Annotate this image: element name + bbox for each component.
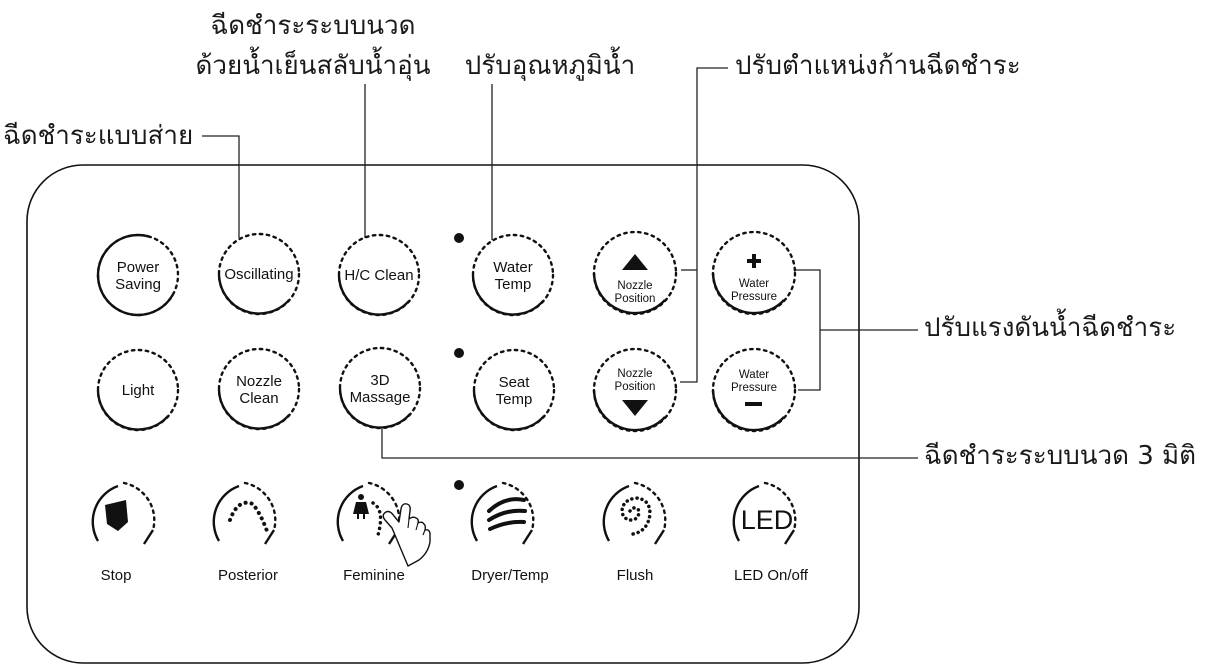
power-saving-button[interactable]: Power Saving [95,232,182,319]
hand-pointer-icon [382,503,431,567]
annotation-massage-line1: ฉีดชำระระบบนวด [211,11,416,41]
annotation-3d-massage: ฉีดชำระระบบนวด 3 มิติ [924,441,1196,471]
oscillating-label: Oscillating [224,266,293,283]
triangle-up-icon [622,254,648,270]
feminine-button[interactable]: Feminine [336,481,431,584]
plus-icon [747,254,761,268]
annotation-massage-line2: ด้วยน้ำเย็นสลับน้ำอุ่น [195,46,430,81]
seat-temp-label-1: Seat [499,374,531,391]
3d-massage-label-1: 3D [370,372,389,389]
dryer-button[interactable]: Dryer/Temp [470,481,549,584]
minus-icon [745,402,762,406]
nozzle-down-label-1: Nozzle [617,368,652,380]
leader-3d-massage [381,429,918,459]
nozzle-clean-button[interactable]: Nozzle Clean [217,347,301,431]
water-pressure-down-button[interactable]: Water Pressure [711,347,797,433]
leader-lines [202,67,918,459]
annotation-water-temp: ปรับอุณหภูมิน้ำ [465,46,636,81]
led-toggle-button[interactable]: LED LED On/off [732,481,809,584]
spiral-icon [620,496,652,536]
dotted-arc-icon [228,500,270,536]
water-temp-button[interactable]: Water Temp [471,233,555,317]
triangle-down-icon [622,400,648,416]
nozzle-position-down-button[interactable]: Nozzle Position [592,347,678,433]
power-saving-label-2: Saving [115,276,161,293]
nozzle-up-label-2: Position [615,293,656,305]
stop-button[interactable]: Stop [91,481,156,584]
pressure-down-label-1: Water [739,369,769,381]
pressure-down-label-2: Pressure [731,382,777,394]
power-saving-label-1: Power [117,259,160,276]
nozzle-down-label-2: Position [615,381,656,393]
water-pressure-up-button[interactable]: Water Pressure [711,230,797,316]
seat-temp-button[interactable]: Seat Temp [472,348,556,432]
water-temp-label-1: Water [493,259,532,276]
indicator-dot-bottom [454,480,464,490]
indicator-dot-middle [454,348,464,358]
oscillating-button[interactable]: Oscillating [217,232,301,316]
3d-massage-button[interactable]: 3D Massage [338,346,422,430]
water-temp-label-2: Temp [495,276,532,293]
square-icon [105,500,128,531]
led-label: LED On/off [734,567,809,584]
dryer-label: Dryer/Temp [471,567,549,584]
seat-temp-label-2: Temp [496,391,533,408]
annotation-nozzle-position: ปรับตำแหน่งก้านฉีดชำระ [735,51,1021,81]
nozzle-clean-label-1: Nozzle [236,373,282,390]
led-text-icon: LED [741,505,794,535]
pressure-up-label-1: Water [739,278,769,290]
light-button[interactable]: Light [96,348,180,432]
stop-label: Stop [101,567,132,584]
person-dots-icon [353,494,383,537]
air-waves-icon [487,497,527,531]
nozzle-position-up-button[interactable]: Nozzle Position [592,230,678,316]
3d-massage-label-2: Massage [350,389,411,406]
nozzle-clean-label-2: Clean [239,390,278,407]
leader-nozzle-position [680,67,728,383]
leader-oscillating [202,135,240,238]
posterior-label: Posterior [218,567,278,584]
hc-clean-button[interactable]: H/C Clean [337,233,421,317]
feminine-label: Feminine [343,567,405,584]
flush-button[interactable]: Flush [602,481,667,584]
indicator-dot-top [454,233,464,243]
nozzle-up-label-1: Nozzle [617,280,652,292]
posterior-button[interactable]: Posterior [212,481,278,584]
hc-clean-label: H/C Clean [344,267,413,284]
annotation-oscillating: ฉีดชำระแบบส่าย [3,121,193,151]
flush-label: Flush [617,567,654,584]
pressure-up-label-2: Pressure [731,291,777,303]
annotation-water-pressure: ปรับแรงดันน้ำฉีดชำระ [924,308,1176,343]
light-label: Light [122,382,155,399]
control-panel [26,164,860,664]
